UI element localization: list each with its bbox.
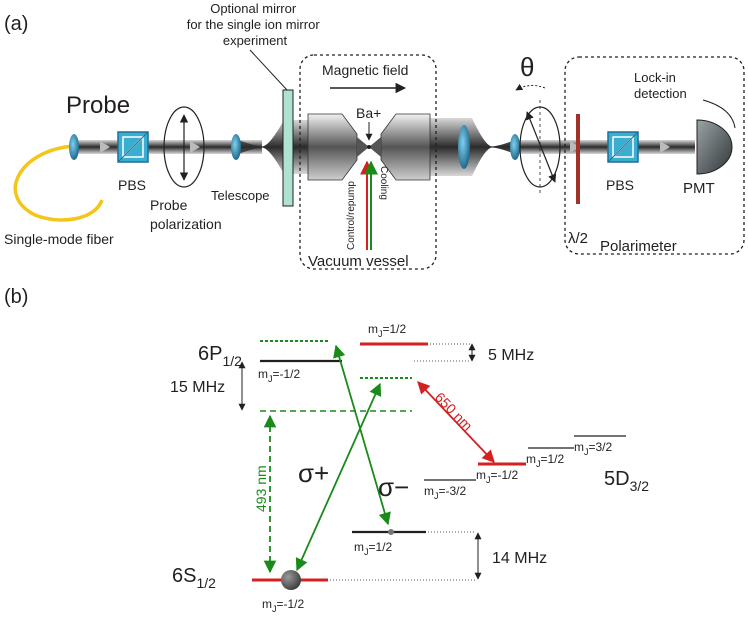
output-beam-taper [472,118,515,176]
wl-493-label: 493 nm [253,465,269,512]
optional-mirror [282,89,294,207]
ba-ion-dot [367,145,371,149]
d-level-label: 5D3/2 [604,468,649,494]
polarimeter-box [564,56,745,255]
fiber-cable [13,144,104,222]
vacuum-vessel-label: Vacuum vessel [308,253,409,270]
mj-d-p1-label: mJ=1/2 [526,452,565,469]
split-5mhz-label: 5 MHz [488,347,534,364]
mj-p-minus-label: mJ=-1/2 [258,367,301,384]
split-15mhz-label: 15 MHz [170,379,225,396]
transition-650nm [417,381,495,463]
theta-arc [515,83,546,91]
mj-s-minus-label: mJ=-1/2 [262,597,305,614]
panel-b-label: (b) [4,286,28,308]
lock-in-label: Lock-in detection [634,70,687,101]
mirror-note: Optional mirror for the single ion mirro… [187,1,324,48]
pbs-right-cube [607,131,639,163]
vacuum-vessel-box [299,54,437,270]
split-14mhz-label: 14 MHz [492,550,547,567]
half-wave-plate [576,114,580,204]
probe-label: Probe [66,92,130,119]
objective-right [380,113,431,181]
probe-polarization-label: Probe polarization [150,197,222,232]
beam-arrow-2 [190,141,200,153]
mj-d-p3-label: mJ=3/2 [574,440,613,457]
ba-ion-label: Ba+ [356,105,381,121]
objective-left [307,113,358,181]
analyzer-axis [525,111,557,183]
p-level-label: 6P1/2 [198,343,242,369]
telescope-beam [238,118,285,176]
panel-a-label: (a) [4,13,28,35]
mj-d-m3-label: mJ=-3/2 [424,484,467,501]
probe-polarization-ellipse [163,106,205,188]
mj-s-plus-label: mJ=1/2 [354,540,393,557]
s-minus-population [281,570,301,590]
pbs-right-label: PBS [606,177,634,193]
fiber-lens [69,134,79,160]
mirror-leader-line [249,49,288,91]
beam-arrow-1 [100,141,110,153]
s-plus-population [388,529,394,535]
collimation-lens [458,125,470,169]
sigma-minus-transition [333,344,391,526]
theta-label: θ [520,52,534,82]
pmt-detector [696,119,733,175]
telescope-lens-2 [510,134,520,160]
beam-arrow-3 [570,141,580,153]
half-wave-label: λ/2 [568,230,588,247]
fiber-label: Single-mode fiber [4,231,114,247]
pbs-left-cube [117,131,149,163]
s-level-label: 6S1/2 [172,565,216,591]
magnetic-field-label: Magnetic field [322,62,408,78]
mj-d-m1-label: mJ=-1/2 [476,468,519,485]
telescope-lens-1 [231,134,241,160]
lock-in-leader [702,99,736,129]
wl-650-label: 650 nm [432,389,476,434]
pbs-left-label: PBS [118,177,146,193]
cooling-label: Cooling [378,166,389,200]
control-repump-label: Control/repump [346,181,357,250]
sigma-minus-label: σ− [378,472,409,502]
sigma-plus-label: σ+ [298,458,329,488]
telescope-label: Telescope [211,188,270,203]
beam-arrow-4 [660,141,670,153]
mj-p-plus-label: mJ=1/2 [368,322,407,339]
pmt-label: PMT [683,180,715,197]
polarimeter-label: Polarimeter [600,238,677,255]
